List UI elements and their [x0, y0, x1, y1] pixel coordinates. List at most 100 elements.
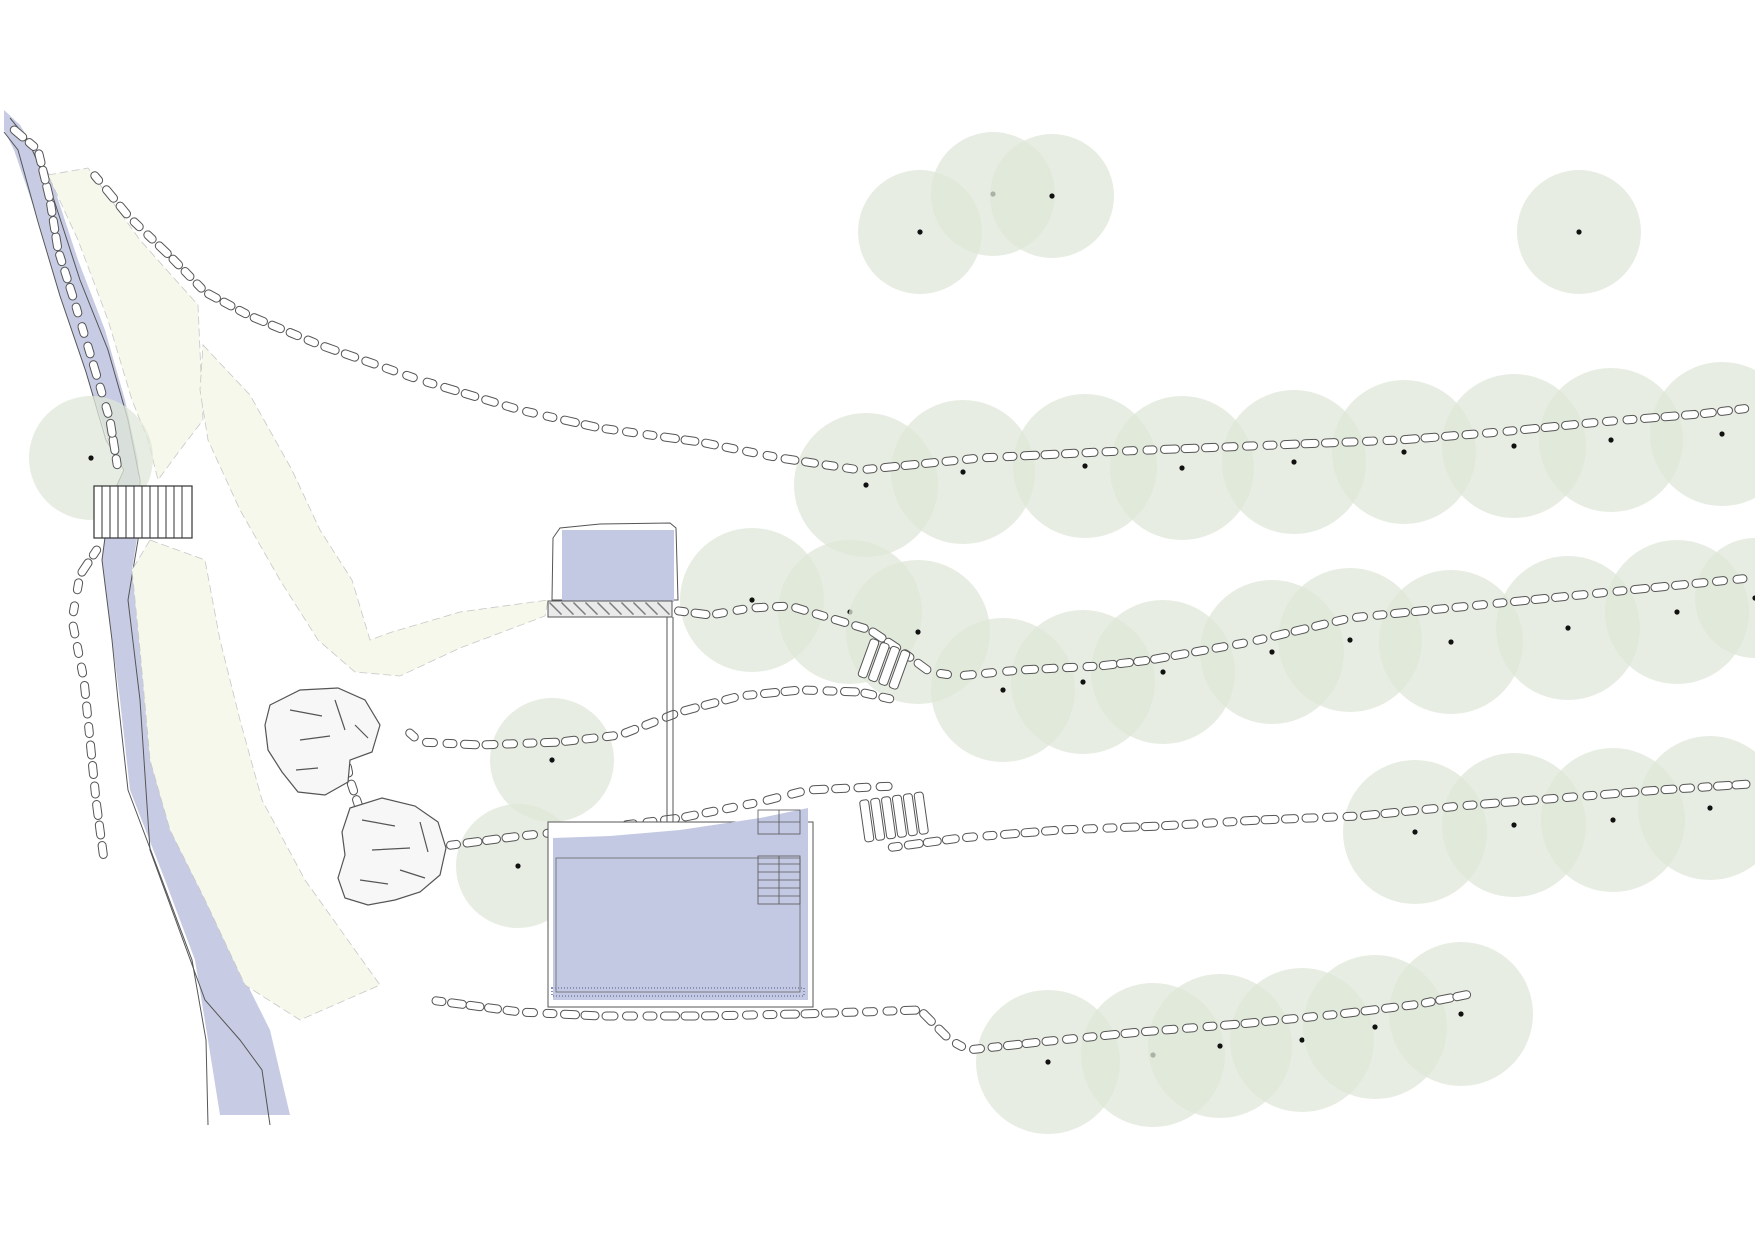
- deck-grain: [559, 612, 561, 614]
- wall-stone: [1082, 661, 1098, 672]
- wall-stone: [442, 738, 458, 749]
- wall-stone: [862, 464, 878, 474]
- wall-stone: [962, 454, 978, 464]
- wall-stone: [77, 322, 89, 338]
- tree-trunk: [1179, 465, 1185, 471]
- wall-stone: [1492, 598, 1508, 608]
- wall-stone: [502, 739, 518, 749]
- deck-grain: [631, 612, 633, 614]
- wall-stone: [34, 149, 46, 168]
- wall-stone: [821, 1008, 839, 1018]
- wall-stone: [1697, 782, 1713, 792]
- wall-stone: [840, 687, 860, 697]
- wall-stone: [285, 328, 302, 341]
- boulder-south: [337, 797, 447, 906]
- wall-stone: [1220, 1019, 1240, 1030]
- wall-stone: [681, 810, 699, 822]
- wall-stone: [460, 739, 480, 750]
- deck-grain: [652, 609, 654, 611]
- wall-stone: [1362, 436, 1378, 446]
- wall-stone: [1002, 666, 1018, 676]
- wall-stone: [760, 687, 780, 699]
- pool-steps: [757, 809, 801, 905]
- wall-stone: [346, 779, 359, 796]
- tree-trunk: [917, 229, 923, 235]
- wall-stone: [1712, 576, 1728, 586]
- wall-stone: [780, 454, 800, 465]
- boulder-north-detail: [289, 699, 369, 771]
- main-pool: [547, 808, 814, 1008]
- deck-grain: [638, 607, 640, 609]
- wall-stone: [1622, 414, 1638, 425]
- wall-stone: [1582, 790, 1598, 801]
- wall-stone: [913, 658, 932, 675]
- wall-stone: [1340, 1007, 1360, 1018]
- wall-stone: [1321, 438, 1339, 448]
- wall-stone: [1061, 448, 1079, 459]
- deck-grain: [666, 611, 668, 613]
- deck-grain: [587, 604, 589, 606]
- stepping-slab: [868, 642, 890, 683]
- wall-stone: [700, 698, 720, 710]
- wall-stone: [802, 685, 818, 695]
- deck-grain: [582, 611, 584, 613]
- deck-grain: [572, 613, 574, 615]
- wall-stone: [919, 1009, 936, 1026]
- wall-stone: [1261, 1016, 1279, 1026]
- wall-stone: [192, 279, 206, 293]
- tree-trunk: [1045, 1059, 1051, 1065]
- wall-stone: [1300, 438, 1320, 449]
- wall-stone: [1382, 435, 1398, 446]
- wall-stone: [1240, 815, 1260, 826]
- wall-stone: [1500, 797, 1520, 807]
- wall-stone: [1191, 645, 1209, 657]
- wall-stone: [77, 558, 93, 577]
- wall-stone: [320, 342, 340, 355]
- deck-grain: [562, 603, 564, 605]
- wall-stone: [862, 1007, 878, 1017]
- deck-grain: [566, 607, 568, 609]
- wall-stone: [143, 230, 157, 244]
- wall-stone: [501, 832, 520, 843]
- wall-stone: [1691, 578, 1709, 588]
- wall-stone: [941, 456, 959, 466]
- wall-stone: [94, 820, 106, 840]
- wall-stone: [801, 457, 819, 468]
- wall-stone: [900, 460, 920, 470]
- wall-stone: [481, 739, 499, 750]
- deck-grain: [595, 612, 597, 614]
- deck-grain: [668, 613, 670, 615]
- wall-stone: [440, 382, 460, 396]
- deck-grain: [642, 611, 644, 613]
- wall-stone: [361, 356, 379, 369]
- deck-grain: [664, 609, 666, 611]
- upper-pool-deck: [547, 600, 673, 618]
- wall-stone: [680, 1011, 700, 1021]
- deck-grain: [594, 611, 596, 613]
- deck-grain: [590, 607, 592, 609]
- deck-grain: [667, 612, 669, 614]
- deck-grain: [591, 608, 593, 610]
- wall-stone: [851, 621, 869, 633]
- tree-trunk: [915, 629, 921, 635]
- deck-grain: [578, 607, 580, 609]
- deck-grain: [637, 606, 639, 608]
- wall-stone: [1380, 808, 1400, 818]
- footpath-central: [199, 344, 549, 677]
- deck-grain: [584, 613, 586, 615]
- tree-trunk: [1458, 1011, 1464, 1017]
- deck-grain: [613, 606, 615, 608]
- tree-trunk: [1576, 229, 1582, 235]
- deck-grain: [632, 613, 634, 615]
- wall-stone: [446, 839, 461, 850]
- dry-stone-walls: [9, 125, 1751, 1054]
- deck-grain: [611, 604, 613, 606]
- wall-stone: [1342, 811, 1358, 822]
- stepping-slab: [902, 793, 918, 837]
- wall-stone: [1401, 806, 1419, 816]
- deck-grain: [639, 608, 641, 610]
- wall-stone: [690, 608, 711, 620]
- wall-stone: [1062, 662, 1078, 673]
- wall-stone: [1221, 442, 1239, 452]
- wall-stone: [1442, 802, 1458, 812]
